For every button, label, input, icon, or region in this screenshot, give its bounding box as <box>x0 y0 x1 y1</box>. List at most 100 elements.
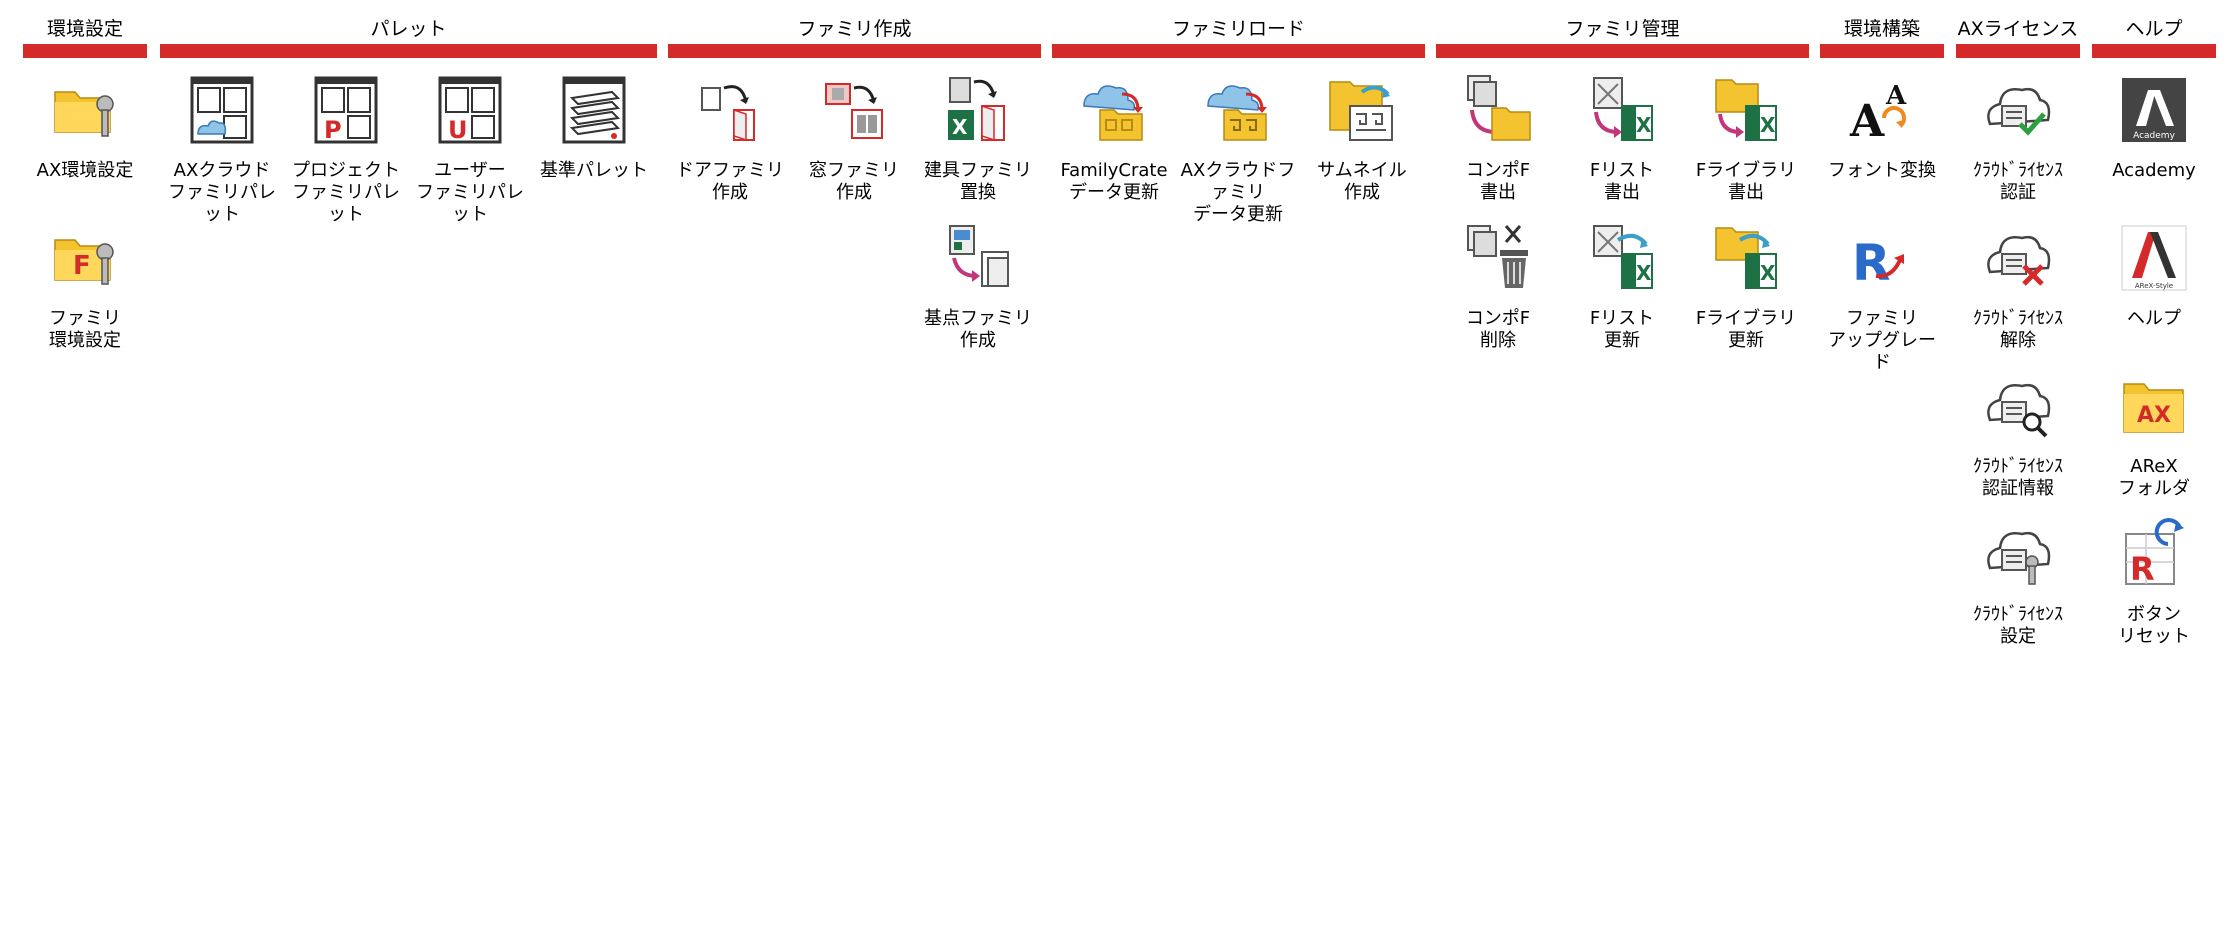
cloud-license-auth-button[interactable]: ｸﾗｳﾄﾞﾗｲｾﾝｽ 認証 <box>1956 74 2080 204</box>
door-arrow-icon <box>701 85 755 142</box>
compof-delete-button[interactable]: コンポF 削除 <box>1436 222 1560 352</box>
base-point-family-create-label: 基点ファミリ 作成 <box>924 308 1032 351</box>
academy-button[interactable]: Academy Academy <box>2092 74 2216 182</box>
cloud-cross-icon <box>1987 235 2051 286</box>
thumbnail-create-button[interactable]: サムネイル 作成 <box>1300 74 1424 204</box>
cloud-license-settings-label: ｸﾗｳﾄﾞﾗｲｾﾝｽ 設定 <box>1973 604 2063 647</box>
project-palette-label: プロジェクト ファミリパレット <box>292 160 400 225</box>
group-bar-help <box>2092 44 2216 58</box>
thumbnail-create-label: サムネイル 作成 <box>1317 160 1407 203</box>
button-reset-label: ボタン リセット <box>2118 604 2190 647</box>
ax-cloud-palette-button[interactable]: AXクラウド ファミリパレット <box>160 74 284 226</box>
ax-folder-icon: AX <box>2123 383 2184 433</box>
stacked-layers-icon <box>562 76 626 144</box>
font-convert-label: フォント変換 <box>1828 160 1936 181</box>
family-env-settings-button[interactable]: F ファミリ 環境設定 <box>23 222 147 352</box>
cloud-license-release-button[interactable]: ｸﾗｳﾄﾞﾗｲｾﾝｽ 解除 <box>1956 222 2080 352</box>
window-family-create-button[interactable]: 窓ファミリ 作成 <box>792 74 916 204</box>
ax-cloud-family-data-update-label: AXクラウドファミリ データ更新 <box>1180 160 1296 225</box>
cloud-license-release-label: ｸﾗｳﾄﾞﾗｲｾﾝｽ 解除 <box>1973 308 2063 351</box>
group-bar-ax-license <box>1956 44 2080 58</box>
ax-cloud-family-data-update-button[interactable]: AXクラウドファミリ データ更新 <box>1176 74 1300 226</box>
cloud-folder-update-icon <box>1207 85 1267 141</box>
component-folder-export-icon <box>1467 75 1531 141</box>
group-bar-family-create <box>668 44 1041 58</box>
ax-cloud-palette-label: AXクラウド ファミリパレット <box>168 160 276 225</box>
flibrary-update-label: Fライブラリ 更新 <box>1695 308 1797 351</box>
cloud-license-auth-label: ｸﾗｳﾄﾞﾗｲｾﾝｽ 認証 <box>1973 160 2063 203</box>
list-excel-export-icon: X <box>1593 77 1653 141</box>
ax-folder-letters: AX <box>2137 403 2171 428</box>
familycrate-data-update-label: FamilyCrate データ更新 <box>1060 160 1168 203</box>
flibrary-update-excel-letter: X <box>1760 261 1776 285</box>
user-palette-label: ユーザー ファミリパレット <box>416 160 524 225</box>
revit-upgrade-icon: R <box>1852 234 1904 292</box>
door-family-create-label: ドアファミリ 作成 <box>676 160 784 203</box>
group-title-family-load: ファミリロード <box>1171 18 1305 40</box>
help-label: ヘルプ <box>2127 308 2181 329</box>
group-bar-family-load <box>1052 44 1425 58</box>
compof-delete-label: コンポF 削除 <box>1465 308 1531 351</box>
cloud-license-info-label: ｸﾗｳﾄﾞﾗｲｾﾝｽ 認証情報 <box>1973 456 2063 499</box>
cloud-wrench-icon <box>1987 531 2051 585</box>
flist-export-button[interactable]: X Fリスト 書出 <box>1560 74 1684 204</box>
group-title-ax-license: AXライセンス <box>1957 18 2079 40</box>
base-palette-label: 基準パレット <box>540 160 648 181</box>
group-bar-env <box>23 44 147 58</box>
arex-style-logo-icon: AReX-Style <box>2121 225 2187 291</box>
family-upgrade-label: ファミリ アップグレード <box>1828 308 1936 373</box>
reset-r-letter: R <box>2130 550 2155 588</box>
flibrary-update-button[interactable]: X Fライブラリ 更新 <box>1684 222 1808 352</box>
font-small-a: A <box>1885 81 1907 111</box>
flist-excel-letter: X <box>1636 113 1652 137</box>
group-bar-family-manage <box>1436 44 1809 58</box>
button-reset-button[interactable]: R ボタン リセット <box>2092 518 2216 648</box>
arex-style-caption: AReX-Style <box>2135 282 2173 290</box>
cloud-check-icon <box>1987 87 2051 136</box>
base-palette-button[interactable]: 基準パレット <box>532 74 656 182</box>
user-palette-button[interactable]: U ユーザー ファミリパレット <box>408 74 532 226</box>
list-excel-update-icon: X <box>1593 225 1653 289</box>
font-convert-icon: A A <box>1849 81 1907 146</box>
arex-folder-button[interactable]: AX AReX フォルダ <box>2092 370 2216 500</box>
palette-p-letter: P <box>324 116 342 144</box>
door-family-create-button[interactable]: ドアファミリ 作成 <box>668 74 792 204</box>
group-title-family-manage: ファミリ管理 <box>1565 18 1680 40</box>
flibrary-excel-letter: X <box>1760 113 1776 137</box>
flibrary-export-button[interactable]: X Fライブラリ 書出 <box>1684 74 1808 204</box>
cloud-folder-icon <box>1083 85 1143 141</box>
palette-u-icon: U <box>438 76 502 144</box>
flibrary-export-label: Fライブラリ 書出 <box>1695 160 1797 203</box>
flist-update-label: Fリスト 更新 <box>1589 308 1655 351</box>
family-upgrade-button[interactable]: R ファミリ アップグレード <box>1820 222 1944 374</box>
font-large-a: A <box>1849 96 1885 146</box>
component-trash-icon <box>1467 225 1528 288</box>
project-palette-button[interactable]: P プロジェクト ファミリパレット <box>284 74 408 226</box>
group-title-env-build: 環境構築 <box>1843 18 1920 40</box>
familycrate-data-update-button[interactable]: FamilyCrate データ更新 <box>1052 74 1176 204</box>
compof-export-label: コンポF 書出 <box>1465 160 1531 203</box>
compof-export-button[interactable]: コンポF 書出 <box>1436 74 1560 204</box>
base-point-family-icon <box>949 225 1009 287</box>
window-family-create-label: 窓ファミリ 作成 <box>809 160 899 203</box>
flist-update-excel-letter: X <box>1636 261 1652 285</box>
window-arrow-icon <box>825 83 883 139</box>
flist-export-label: Fリスト 書出 <box>1589 160 1655 203</box>
ax-env-settings-label: AX環境設定 <box>36 160 134 181</box>
palette-cloud-icon <box>190 76 254 144</box>
flist-update-button[interactable]: X Fリスト 更新 <box>1560 222 1684 352</box>
font-convert-button[interactable]: A A フォント変換 <box>1820 74 1944 182</box>
cloud-license-settings-button[interactable]: ｸﾗｳﾄﾞﾗｲｾﾝｽ 設定 <box>1956 518 2080 648</box>
fitting-replace-icon: X <box>948 77 1005 142</box>
cloud-license-info-button[interactable]: ｸﾗｳﾄﾞﾗｲｾﾝｽ 認証情報 <box>1956 370 2080 500</box>
group-title-env: 環境設定 <box>46 18 123 40</box>
fitting-family-replace-button[interactable]: X 建具ファミリ 置換 <box>916 74 1040 204</box>
folder-f-wrench-icon: F <box>54 239 114 285</box>
cloud-magnifier-icon <box>1987 383 2051 438</box>
base-point-family-create-button[interactable]: 基点ファミリ 作成 <box>916 222 1040 352</box>
upgrade-r-letter: R <box>1852 234 1891 292</box>
ax-env-settings-button[interactable]: AX環境設定 <box>23 74 147 182</box>
help-button[interactable]: AReX-Style ヘルプ <box>2092 222 2216 330</box>
academy-label: Academy <box>2112 160 2196 181</box>
library-excel-update-icon: X <box>1715 227 1777 289</box>
